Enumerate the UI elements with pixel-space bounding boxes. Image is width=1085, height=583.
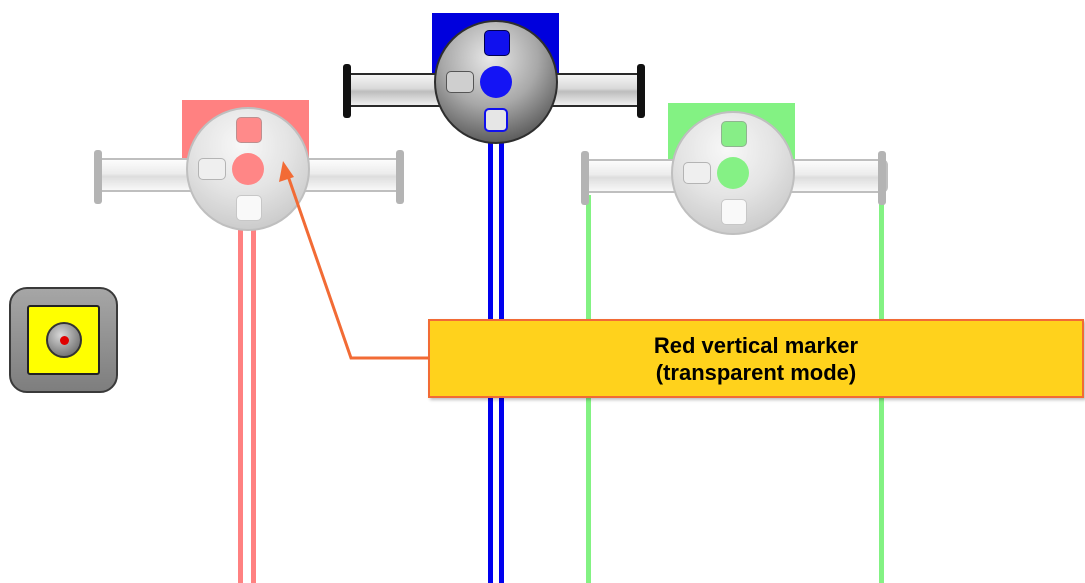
knob-center-dot[interactable] (717, 157, 749, 189)
knob-icon[interactable] (186, 107, 310, 231)
red-marker-line[interactable] (238, 225, 243, 583)
knob-center-dot[interactable] (480, 66, 512, 98)
record-ring (46, 322, 82, 358)
callout-box: Red vertical marker (transparent mode) (428, 319, 1084, 398)
knob-left-button[interactable] (446, 71, 474, 93)
green-bar-right-end (878, 151, 886, 205)
knob-up-button[interactable] (236, 117, 262, 143)
blue-bar-right-end (637, 64, 645, 118)
knob-icon[interactable] (671, 111, 795, 235)
red-marker-line[interactable] (251, 225, 256, 583)
knob-down-button[interactable] (484, 108, 508, 132)
knob-center-dot[interactable] (232, 153, 264, 185)
knob-left-button[interactable] (683, 162, 711, 184)
knob-down-button[interactable] (721, 199, 747, 225)
record-dot (60, 336, 69, 345)
callout-line-1: Red vertical marker (653, 332, 859, 358)
knob-up-button[interactable] (721, 121, 747, 147)
knob-left-button[interactable] (198, 158, 226, 180)
callout-line-2: (transparent mode) (655, 359, 857, 385)
record-toggle-icon[interactable] (9, 287, 118, 393)
blue-bar-left-end (343, 64, 351, 118)
green-bar-left-end (581, 151, 589, 205)
knob-icon[interactable] (434, 20, 558, 144)
record-toggle-face (27, 305, 100, 375)
knob-down-button[interactable] (236, 195, 262, 221)
red-bar-right-end (396, 150, 404, 204)
knob-up-button[interactable] (484, 30, 510, 56)
red-bar-left-end (94, 150, 102, 204)
